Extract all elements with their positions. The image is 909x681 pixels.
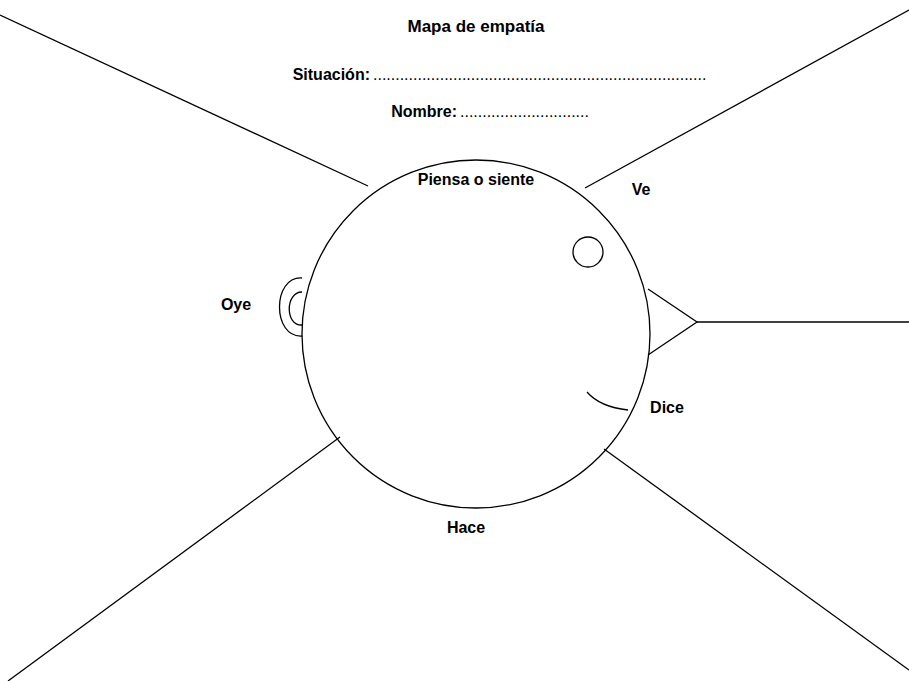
divider-line (604, 449, 909, 670)
nose (648, 289, 697, 355)
circle-shape (302, 160, 650, 508)
divider-line (585, 10, 909, 188)
quadrant-label: Oye (221, 295, 251, 315)
divider-line (8, 437, 340, 681)
quadrant-label: Dice (650, 398, 684, 418)
diagram-title: Mapa de empatía (408, 17, 545, 37)
divider-line (0, 15, 368, 186)
eye (573, 237, 603, 267)
dotted-blank: ........................................… (373, 65, 706, 85)
node-text: Piensa o siente (411, 168, 541, 191)
circle-outline (301, 159, 651, 509)
dotted-blank: ............................. (460, 102, 589, 122)
head-circle: Piensa o siente (301, 159, 651, 509)
mouth (587, 392, 628, 410)
nose-line (697, 321, 909, 322)
quadrant-label: Hace (447, 518, 485, 538)
field-label: Nombre: (391, 102, 457, 122)
ear-outer (280, 278, 303, 336)
field-label: Situación: (293, 65, 370, 85)
ear-inner (289, 292, 302, 325)
quadrant-label: Ve (632, 180, 651, 200)
